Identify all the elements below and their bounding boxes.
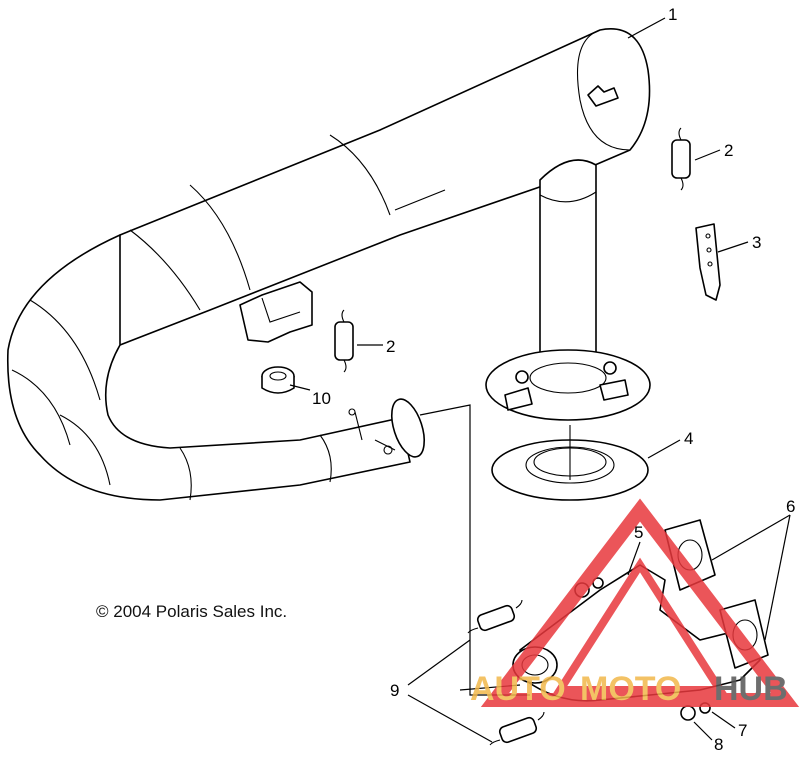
spring-upper-right xyxy=(671,127,691,191)
watermark-text-right: HUB xyxy=(714,670,788,708)
callout-7: 7 xyxy=(738,721,747,740)
manifold-gasket-upper xyxy=(664,519,716,591)
spring-lower-lower xyxy=(489,711,545,746)
callout-3: 3 xyxy=(752,233,761,252)
callout-4: 4 xyxy=(684,429,693,448)
spring-lower-upper xyxy=(467,599,523,634)
callout-5: 5 xyxy=(634,523,643,542)
headpipe-inlet xyxy=(390,398,426,458)
callout-2a: 2 xyxy=(724,141,733,160)
callout-2b: 2 xyxy=(386,337,395,356)
gasket-part-4 xyxy=(491,425,649,501)
bracket-part-3 xyxy=(695,223,721,301)
muffler-assembly xyxy=(104,28,651,421)
callout-10: 10 xyxy=(312,389,331,408)
muffler-bracket xyxy=(239,281,313,343)
copyright-notice: © 2004 Polaris Sales Inc. xyxy=(96,602,287,621)
callout-9: 9 xyxy=(390,681,399,700)
callout-leaders xyxy=(289,17,791,743)
watermark-text-mid: MOTO xyxy=(580,670,681,708)
spring-middle xyxy=(334,309,354,373)
muffler-outlet-pipe xyxy=(539,159,597,379)
muffler-clip xyxy=(587,85,619,107)
watermark-triangle xyxy=(480,498,800,707)
y-pipe-manifold xyxy=(512,519,769,721)
exhaust-headpipe xyxy=(6,234,426,501)
muffler-end-cap xyxy=(577,29,631,151)
u-bend-pipe xyxy=(6,234,411,501)
grommet-part-10 xyxy=(261,366,295,394)
callout-8: 8 xyxy=(714,735,723,752)
watermark-text-left: AUTO xyxy=(470,670,566,708)
callout-1: 1 xyxy=(668,5,677,24)
callout-6: 6 xyxy=(786,497,795,516)
watermark-logo: AUTO MOTO HUB xyxy=(470,498,800,708)
